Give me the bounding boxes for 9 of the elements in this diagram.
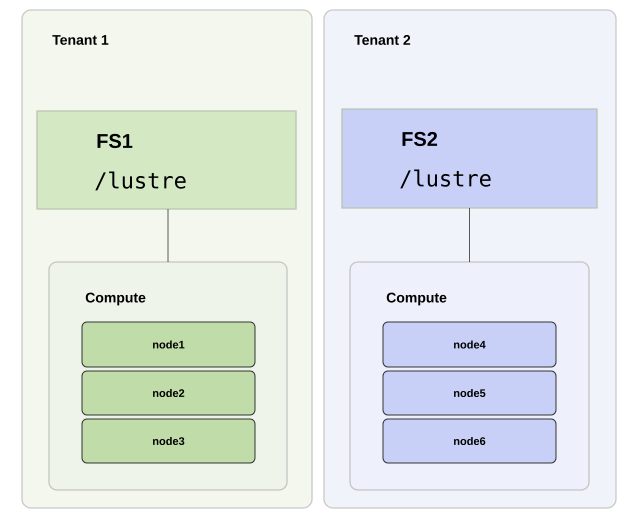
compute-node-box: node2 bbox=[82, 370, 256, 416]
connector-line bbox=[469, 208, 470, 262]
filesystem-box: FS1 /lustre bbox=[36, 110, 297, 210]
compute-node-box: node6 bbox=[382, 418, 556, 464]
compute-node-box: node1 bbox=[82, 321, 256, 368]
compute-node-box: node5 bbox=[382, 370, 556, 416]
filesystem-box: FS2 /lustre bbox=[341, 108, 598, 209]
compute-node-box: node4 bbox=[382, 321, 556, 368]
compute-node-box: node3 bbox=[82, 418, 256, 464]
